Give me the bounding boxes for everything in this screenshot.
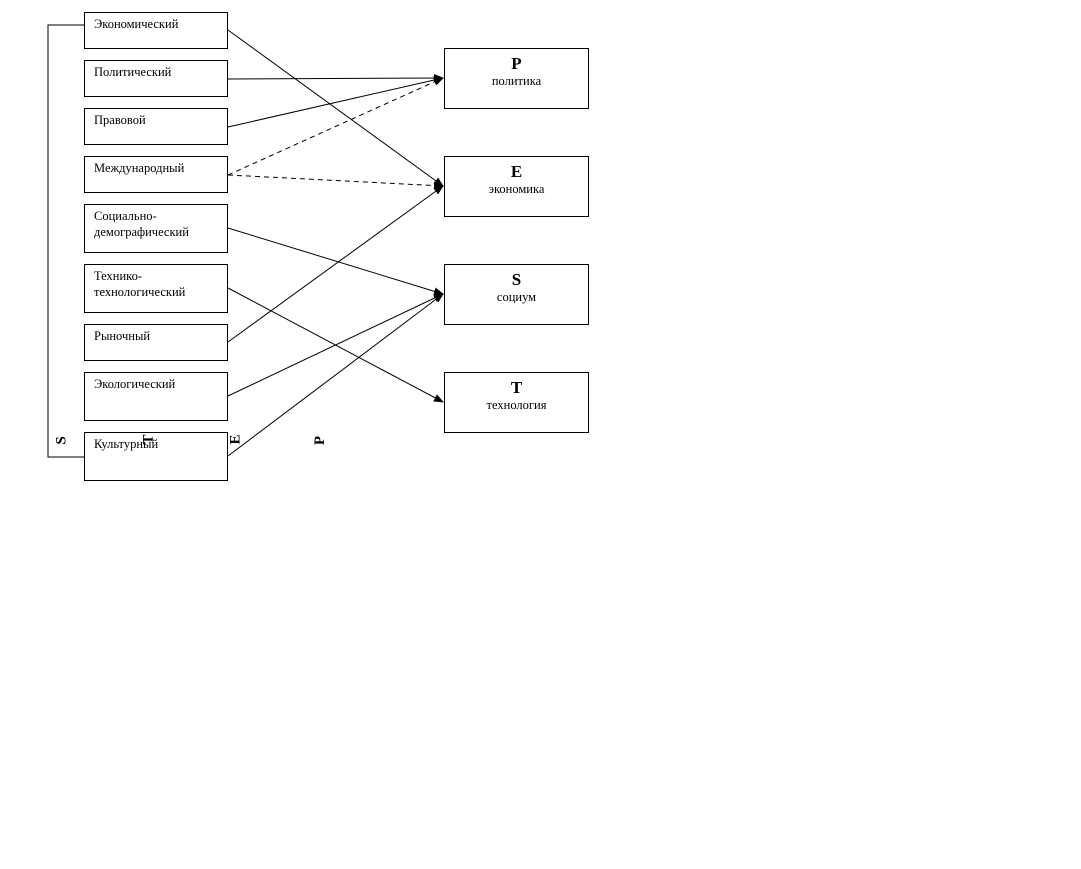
- connector-arrow-3-to-1: [227, 174, 444, 190]
- factor-political-label: Политический: [94, 65, 172, 79]
- connector-arrow-7-to-2: [227, 293, 444, 397]
- factor-international-box: Международный: [84, 156, 228, 193]
- category-economy-letter: E: [510, 162, 523, 181]
- category-technology-name: технология: [486, 398, 547, 412]
- factor-market-label: Рыночный: [94, 329, 151, 343]
- connector-arrow-0-to-1: [227, 29, 444, 187]
- links-layer: [227, 29, 444, 457]
- left-bracket-line: [47, 24, 84, 458]
- category-society-box: S социум: [444, 264, 589, 325]
- factor-cultural-label: Культурный: [94, 437, 159, 451]
- factor-technological-label-line2: технологический: [94, 285, 186, 299]
- factor-cultural-box: Культурный: [84, 432, 228, 481]
- category-economy-box: E экономика: [444, 156, 589, 217]
- factor-economic-box: Экономический: [84, 12, 228, 49]
- factor-economic-label: Экономический: [94, 17, 179, 31]
- category-technology-box: T технология: [444, 372, 589, 433]
- connector-arrow-3-to-0: [227, 77, 444, 176]
- factor-legal-box: Правовой: [84, 108, 228, 145]
- connector-arrow-8-to-2: [227, 293, 444, 457]
- factor-technological-label-line1: Технико-: [94, 269, 143, 283]
- factor-legal-label: Правовой: [94, 113, 146, 127]
- vertical-letter-s: S: [53, 436, 70, 445]
- factor-international-label: Международный: [94, 161, 185, 175]
- category-politics-box: P политика: [444, 48, 589, 109]
- factor-sociodemographic-label-line2: демографический: [94, 225, 189, 239]
- vertical-letter-p: P: [312, 435, 329, 446]
- factor-political-box: Политический: [84, 60, 228, 97]
- vertical-letter-e: E: [227, 434, 244, 445]
- category-society-name: социум: [496, 290, 537, 304]
- connector-arrow-6-to-1: [227, 185, 444, 343]
- connector-arrow-2-to-0: [227, 76, 444, 128]
- category-politics-name: политика: [491, 74, 542, 88]
- factor-ecological-label: Экологический: [94, 377, 176, 391]
- factor-ecological-box: Экологический: [84, 372, 228, 421]
- category-politics-letter: P: [511, 54, 522, 73]
- factor-sociodemographic-label-line1: Социально-: [94, 209, 157, 223]
- connector-arrow-1-to-0: [227, 74, 444, 83]
- factor-technological-box: Технико- технологический: [84, 264, 228, 313]
- connector-arrow-4-to-2: [227, 227, 444, 296]
- category-technology-letter: T: [510, 378, 523, 397]
- category-economy-name: экономика: [488, 182, 545, 196]
- vertical-letter-t: T: [140, 434, 157, 445]
- category-society-letter: S: [511, 270, 522, 289]
- factor-sociodemographic-box: Социально- демографический: [84, 204, 228, 253]
- factor-market-box: Рыночный: [84, 324, 228, 361]
